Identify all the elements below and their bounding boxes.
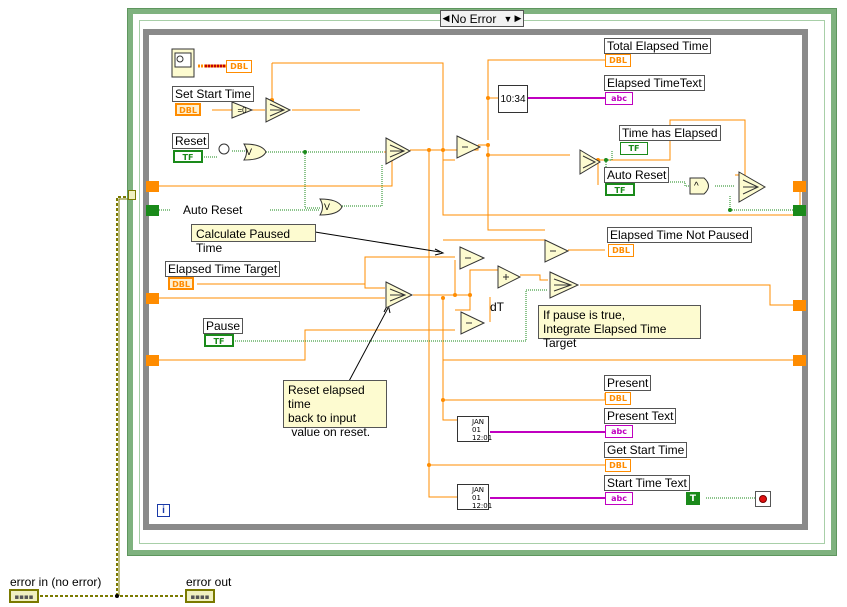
note-reset-line-1: Reset elapsed time	[288, 383, 365, 411]
format-date-time-node-1: JAN 01 12:01	[457, 416, 493, 442]
error-out-label: error out	[186, 575, 232, 589]
shift-register-left-4	[146, 355, 159, 366]
get-start-time-label: Get Start Time	[604, 442, 688, 458]
error-in-control[interactable]: ▪▪▪▪	[9, 589, 39, 603]
reset-label: Reset	[172, 133, 210, 149]
set-start-time-control[interactable]: DBL	[175, 103, 201, 116]
clock-time: 12:01	[472, 434, 493, 442]
clock-day: 01	[472, 426, 481, 434]
error-tunnel	[128, 190, 136, 200]
iteration-terminal: i	[157, 504, 170, 517]
note-calculate-paused: Calculate Paused Time	[191, 224, 316, 255]
stop-terminal	[755, 491, 771, 507]
while-loop	[143, 29, 808, 530]
clock-day: 01	[472, 494, 481, 502]
note-reset-line-3: value on reset.	[288, 425, 371, 439]
shift-register-right-4	[793, 355, 806, 366]
shift-register-left-2	[146, 205, 159, 216]
tick-count-output: DBL	[226, 60, 252, 73]
note-reset-elapsed: Reset elapsed time back to input value o…	[283, 380, 387, 439]
time-has-elapsed-indicator: TF	[620, 142, 648, 155]
note-reset-line-2: back to input	[288, 411, 357, 425]
get-start-time-indicator: DBL	[605, 459, 631, 472]
equal-zero-node: =0	[237, 105, 247, 115]
shift-register-left-3	[146, 293, 159, 304]
case-selector[interactable]: ◀ No Error ▼ ▶	[440, 10, 524, 27]
error-in-label: error in (no error)	[10, 575, 102, 589]
elapsed-time-target-control[interactable]: DBL	[168, 277, 194, 290]
total-elapsed-time-label: Total Elapsed Time	[604, 38, 712, 54]
or-node-label-2: V	[324, 202, 331, 212]
format-date-time-node-2: JAN 01 12:01	[457, 484, 493, 510]
elapsed-time-target-label: Elapsed Time Target	[165, 261, 281, 277]
present-label: Present	[604, 375, 652, 391]
total-elapsed-time-indicator: DBL	[605, 54, 631, 67]
and-node-label: ^	[694, 181, 699, 192]
shift-register-right-2	[793, 205, 806, 216]
present-text-label: Present Text	[604, 408, 677, 424]
clock-time: 12:01	[472, 502, 493, 510]
elapsed-time-text-indicator: abc	[605, 92, 633, 105]
case-dropdown-icon[interactable]: ▼	[503, 13, 513, 24]
reset-control[interactable]: TF	[173, 150, 203, 163]
error-out-indicator: ▪▪▪▪	[185, 589, 215, 603]
note-pause-line-2: Integrate Elapsed Time Target	[543, 322, 667, 350]
or-node-label: V	[246, 147, 253, 157]
time-has-elapsed-label: Time has Elapsed	[619, 125, 721, 141]
true-constant: T	[686, 492, 700, 505]
present-text-indicator: abc	[605, 425, 633, 438]
case-prev-icon[interactable]: ◀	[442, 13, 450, 23]
start-time-text-indicator: abc	[605, 492, 633, 505]
elapsed-time-not-paused-indicator: DBL	[608, 244, 634, 257]
present-indicator: DBL	[605, 392, 631, 405]
auto-reset-control[interactable]: TF	[605, 183, 635, 196]
clock-month: JAN	[472, 418, 484, 426]
case-next-icon[interactable]: ▶	[514, 13, 522, 23]
shift-register-right-1	[793, 181, 806, 192]
note-pause-integrate: If pause is true, Integrate Elapsed Time…	[538, 305, 701, 350]
shift-register-left-1	[146, 181, 159, 192]
set-start-time-label: Set Start Time	[172, 86, 255, 102]
elapsed-time-not-paused-label: Elapsed Time Not Paused	[607, 227, 752, 243]
start-time-text-label: Start Time Text	[604, 475, 690, 491]
format-time-node: 10:34	[498, 85, 528, 113]
auto-reset-shift-label: Auto Reset	[183, 203, 243, 217]
auto-reset-label: Auto Reset	[604, 167, 670, 183]
pause-control[interactable]: TF	[204, 334, 234, 347]
clock-month: JAN	[472, 486, 484, 494]
shift-register-right-3	[793, 300, 806, 311]
note-pause-line-1: If pause is true,	[543, 308, 626, 322]
case-selector-value: No Error	[451, 11, 497, 26]
pause-label: Pause	[203, 318, 244, 334]
elapsed-time-text-label: Elapsed TimeText	[604, 75, 705, 91]
dt-label: dT	[490, 300, 505, 314]
